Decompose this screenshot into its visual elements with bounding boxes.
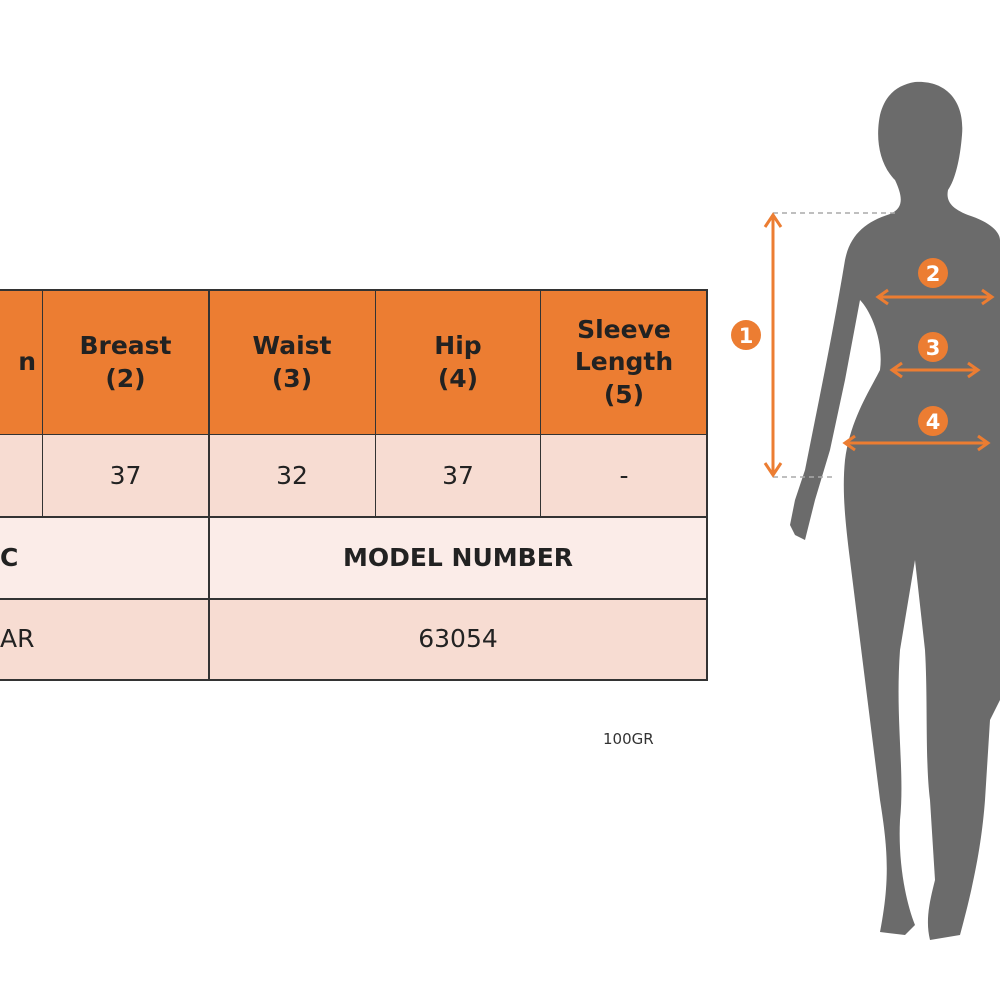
grid-line (0, 434, 708, 435)
svg-text:4: 4 (926, 410, 941, 434)
grid-line (0, 289, 708, 291)
grid-line (208, 290, 210, 680)
marker-4: 4 (918, 406, 948, 436)
body-silhouette (790, 81, 1000, 940)
info-label-left: C (0, 517, 209, 599)
header-sleeve-length: Sleeve Length (5) (541, 290, 707, 435)
header-length-partial: n (0, 290, 42, 435)
grid-line (375, 290, 376, 517)
value-hip: 37 (375, 435, 541, 517)
info-value-model-number: 63054 (209, 599, 707, 680)
grid-line (0, 598, 708, 600)
grid-line (706, 290, 708, 680)
value-sleeve-length: - (541, 435, 707, 517)
svg-text:1: 1 (739, 324, 754, 348)
info-value-left: AR (0, 599, 209, 680)
marker-3: 3 (918, 332, 948, 362)
value-length (0, 435, 42, 517)
grid-line (42, 290, 43, 517)
value-breast: 37 (42, 435, 209, 517)
header-breast: Breast (2) (42, 290, 209, 435)
header-waist: Waist (3) (209, 290, 375, 435)
header-hip: Hip (4) (375, 290, 541, 435)
svg-text:3: 3 (926, 336, 941, 360)
info-label-model-number: MODEL NUMBER (209, 517, 707, 599)
svg-text:2: 2 (926, 262, 941, 286)
body-measurement-figure: 1 2 3 4 (731, 81, 1000, 940)
weight-note: 100GR (603, 730, 654, 748)
marker-1: 1 (731, 320, 761, 350)
value-waist: 32 (209, 435, 375, 517)
grid-line (0, 516, 708, 518)
measurement-arrows (763, 212, 995, 478)
grid-line (0, 679, 708, 681)
grid-line (540, 290, 541, 517)
marker-2: 2 (918, 258, 948, 288)
